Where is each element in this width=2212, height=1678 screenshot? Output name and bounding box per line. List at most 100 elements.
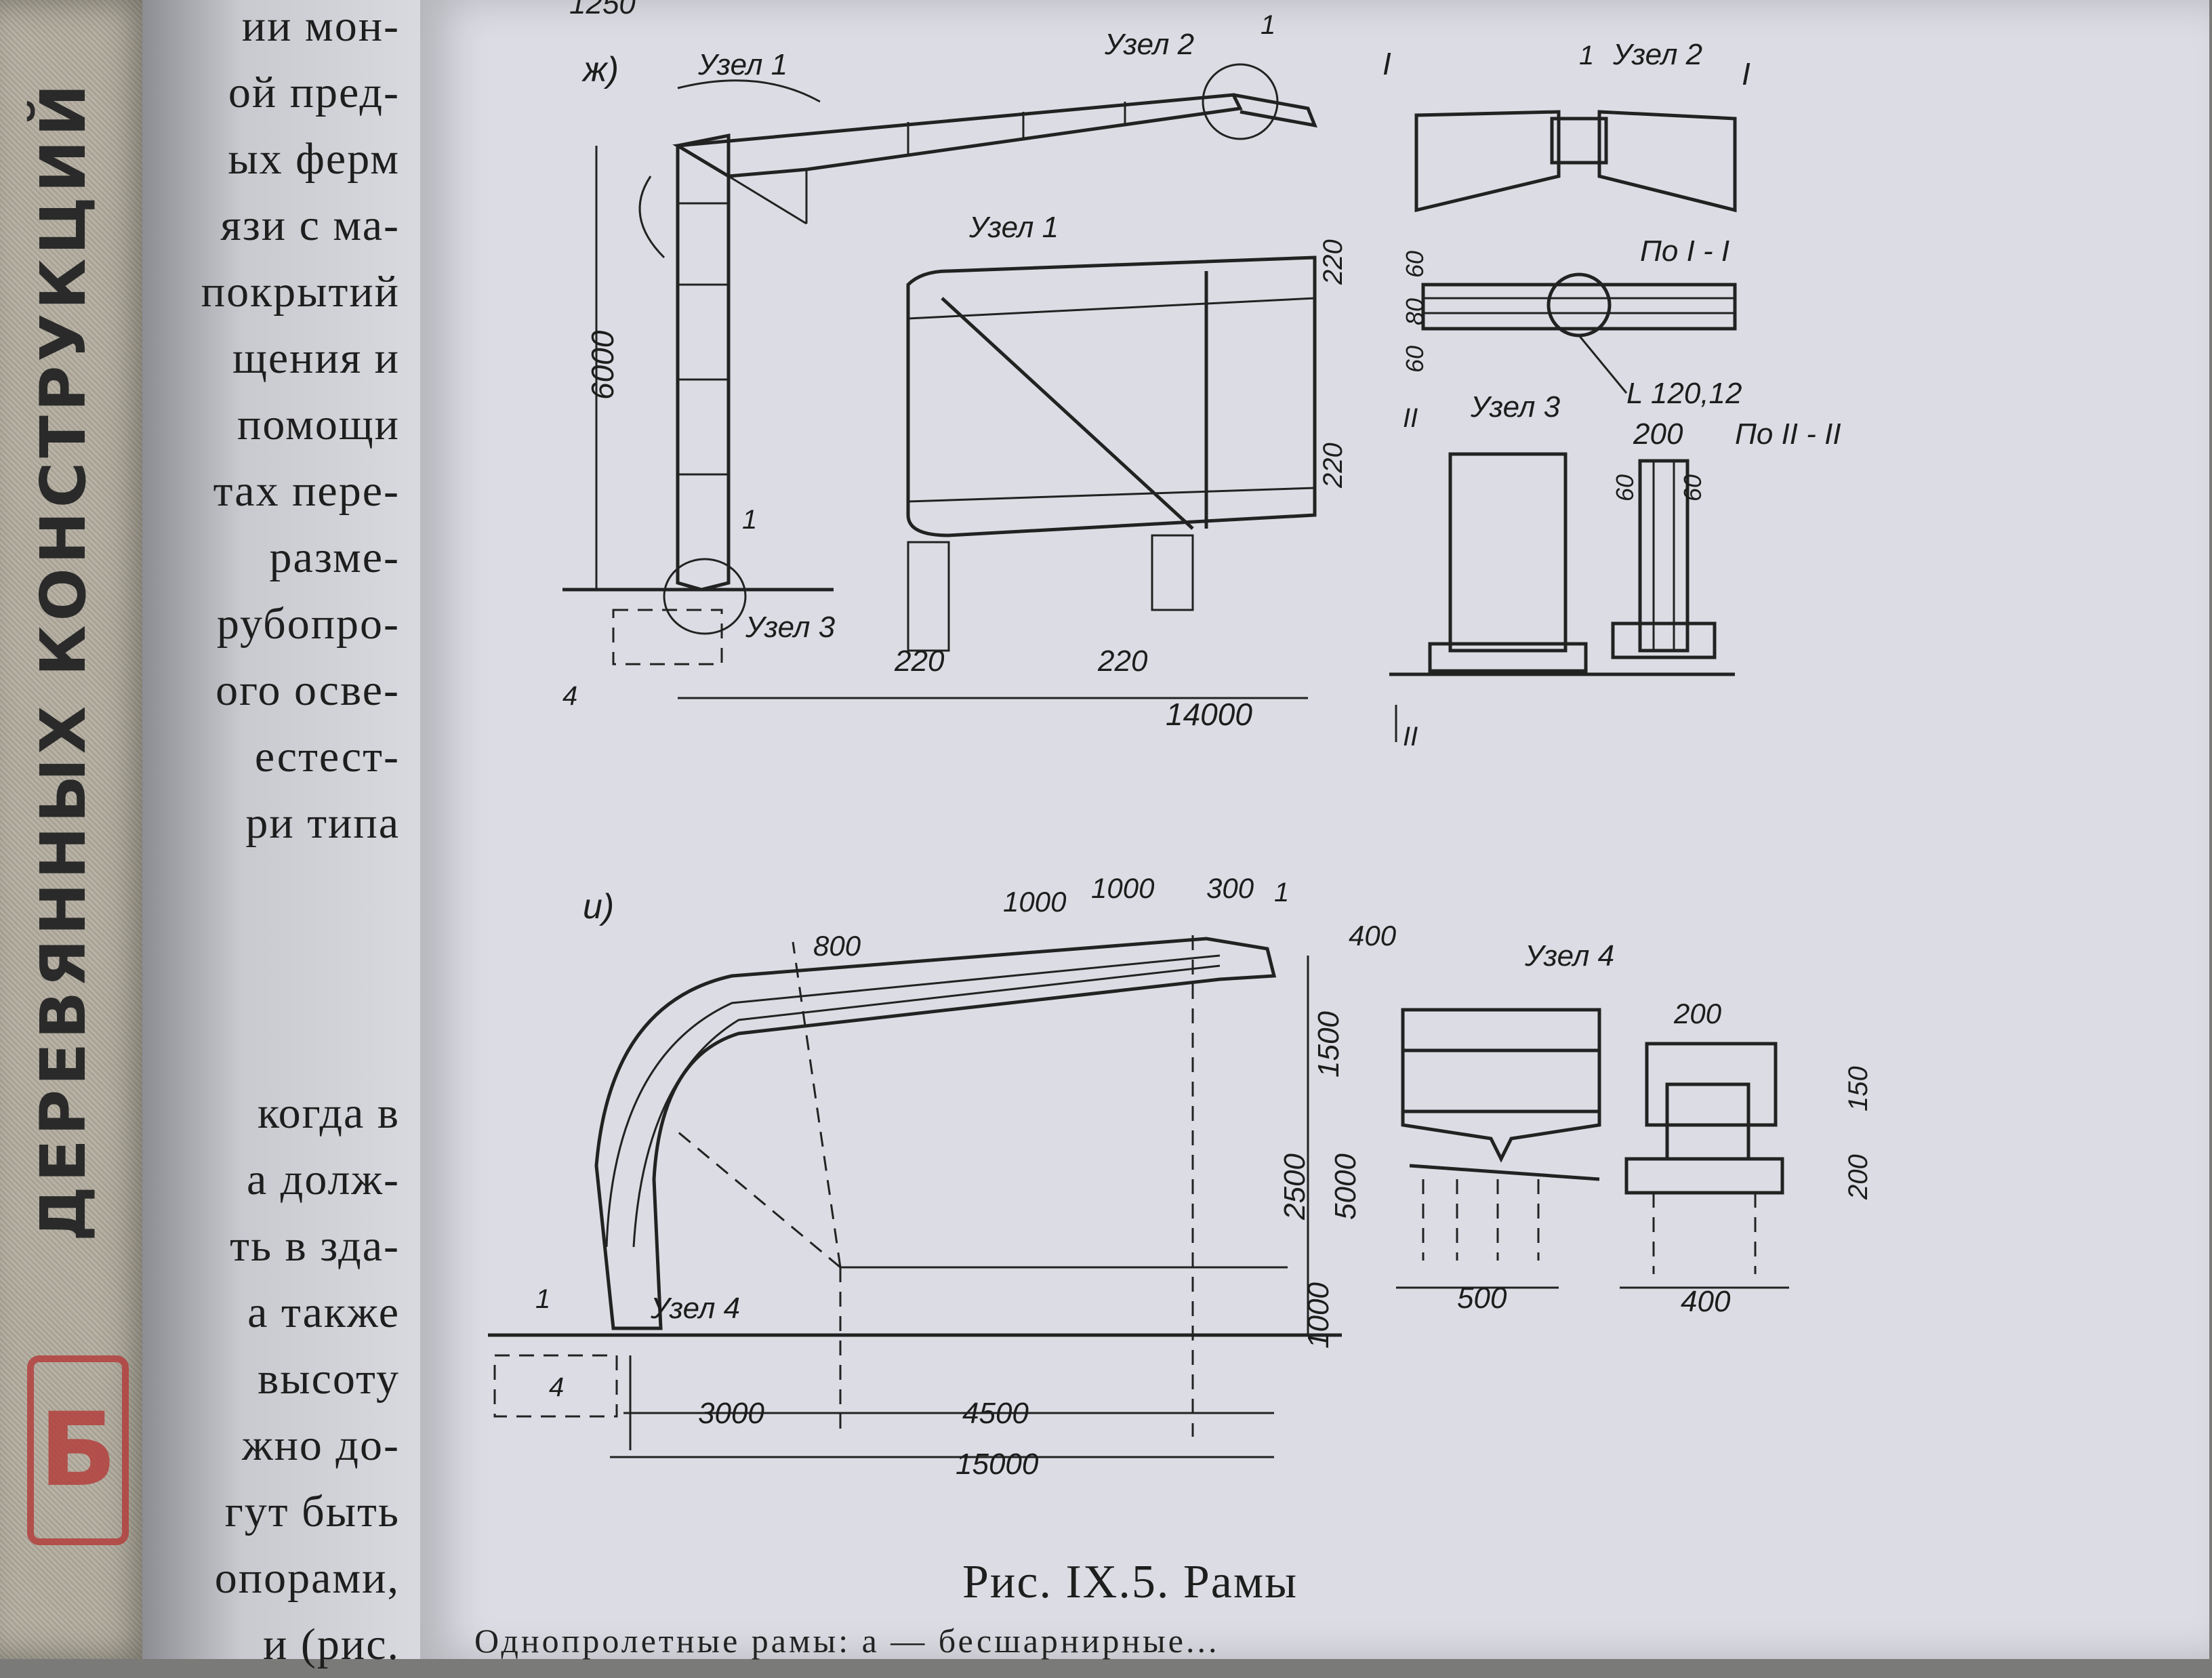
- dim-400: 400: [1349, 920, 1397, 951]
- text-line: когда в: [257, 1088, 400, 1138]
- callout-1: 1: [1579, 41, 1594, 70]
- dim-1000: 1000: [1003, 886, 1067, 918]
- callout-1: 1: [1274, 878, 1289, 907]
- dim-500: 500: [1457, 1282, 1507, 1315]
- text-line: ой пред-: [228, 68, 400, 117]
- figure-subcaption: Однопролетные рамы: а — бесшарнирные...: [474, 1622, 1220, 1660]
- span-dimension: 14000: [1166, 697, 1252, 732]
- text-line: гут быть: [224, 1487, 400, 1536]
- detail-node-1-title: Узел 1: [968, 211, 1059, 244]
- dim-220: 220: [1318, 239, 1348, 285]
- text-line: а долж-: [246, 1155, 400, 1204]
- detail-node-2-title: Узел 2: [1612, 38, 1702, 71]
- dim-1500: 1500: [1312, 1011, 1345, 1078]
- portal-frame: [672, 93, 1317, 592]
- left-page-text: ии мон- ой пред- ых ферм язи с ма- покры…: [156, 0, 400, 1678]
- node-4-label: Узел 4: [650, 1292, 740, 1325]
- radius-line: [792, 941, 842, 1268]
- detail-node-4-title: Узел 4: [1524, 939, 1614, 973]
- dim-2500: 2500: [1278, 1153, 1311, 1221]
- node-1-label: Узел 1: [697, 48, 787, 81]
- text-line: тах пере-: [213, 466, 400, 516]
- node-1-detail: Узел 1 220 220 220 220: [894, 211, 1348, 678]
- foundation-outline: [493, 1354, 618, 1418]
- foundation-outline: [612, 609, 723, 666]
- dim-60: 60: [1401, 346, 1429, 373]
- section-2-detail: 200 По II - II 60 60: [1606, 417, 1841, 676]
- dim-5000: 5000: [1329, 1153, 1362, 1220]
- dim-200: 200: [1633, 417, 1683, 451]
- dim-200: 200: [1843, 1154, 1873, 1200]
- text-line: ых ферм: [228, 134, 400, 184]
- text-line: естест-: [254, 732, 400, 781]
- figure-i: и) 800 1000 1000 300 1 400 1500 2500 500…: [488, 872, 1873, 1481]
- text-line: жно до-: [242, 1420, 400, 1470]
- dim-150: 150: [1843, 1066, 1873, 1111]
- dim-80: 80: [1401, 298, 1429, 325]
- dim-60: 60: [1611, 474, 1639, 502]
- dim-400: 400: [1681, 1285, 1731, 1318]
- node-2-circle: [1202, 63, 1279, 140]
- section-2-title: По II - II: [1735, 417, 1841, 451]
- text-line: высоту: [258, 1354, 400, 1404]
- node-2-label: Узел 2: [1104, 28, 1194, 61]
- figure-label: ж): [581, 50, 619, 89]
- dim-4500: 4500: [962, 1397, 1029, 1430]
- book-spine: ДЕРЕВЯННЫХ КОНСТРУКЦИЙ Б: [0, 0, 156, 1659]
- text-line: ого осве-: [216, 666, 400, 715]
- dim-1000: 1000: [1302, 1282, 1335, 1349]
- dim-200: 200: [1673, 998, 1722, 1029]
- dim-3000: 3000: [698, 1397, 764, 1430]
- dim-220: 220: [894, 644, 945, 678]
- section-mark-1: I: [1742, 56, 1750, 91]
- text-line: разме-: [269, 533, 400, 582]
- section-mark-2: II: [1403, 403, 1418, 433]
- height-dimension: 6000: [585, 330, 620, 400]
- text-line: помощи: [237, 400, 400, 449]
- moment-arrow: [638, 176, 665, 259]
- section-1-detail: По I - I 60 80 60 L 120,12: [1401, 234, 1742, 410]
- dim-220: 220: [1097, 644, 1148, 678]
- text-line: рубопро-: [216, 599, 400, 649]
- text-line: опорами,: [214, 1553, 400, 1603]
- text-line: ри типа: [245, 798, 400, 848]
- node-4-detail: Узел 4 500 400 200 150 200: [1396, 939, 1873, 1318]
- figure-label: и): [583, 887, 614, 926]
- library-stamp: Б: [27, 1355, 129, 1545]
- section-mark-1: I: [1382, 46, 1391, 81]
- figure-zh: ж) 1250 6000 14000 Узел 1 Узел 2 1 1 Узе…: [562, 0, 1841, 752]
- callout-1: 1: [535, 1284, 550, 1314]
- angle-label: L 120,12: [1626, 377, 1742, 410]
- left-page: [142, 0, 427, 1659]
- detail-node-3-title: Узел 3: [1470, 390, 1561, 424]
- node-3-circle: [663, 558, 747, 635]
- node-3-detail: Узел 3 II II: [1389, 390, 1640, 752]
- top-dimension: 1250: [569, 0, 636, 20]
- figure-caption: Рис. IX.5. Рамы: [962, 1556, 1298, 1608]
- dim-800: 800: [813, 930, 861, 962]
- callout-1: 1: [742, 505, 757, 535]
- node-2-detail: Узел 2 1 I I: [1382, 38, 1750, 213]
- dim-220: 220: [1318, 443, 1348, 489]
- radius-line: [677, 1130, 841, 1269]
- text-line: ть в зда-: [230, 1221, 400, 1271]
- dim-60: 60: [1401, 251, 1429, 278]
- text-line: язи с ма-: [220, 201, 400, 250]
- dim-300: 300: [1206, 872, 1254, 904]
- callout-4: 4: [562, 681, 577, 711]
- callout-4: 4: [549, 1372, 564, 1402]
- dim-1000: 1000: [1091, 872, 1155, 904]
- text-line: щения и: [232, 333, 400, 383]
- curved-frame: [594, 937, 1277, 1330]
- text-line: а также: [247, 1288, 400, 1337]
- dim-60: 60: [1679, 474, 1706, 502]
- callout-1: 1: [1261, 10, 1275, 40]
- node-3-label: Узел 3: [745, 611, 836, 644]
- moment-arrow: [677, 79, 821, 103]
- text-line: покрытий: [201, 267, 400, 316]
- section-1-title: По I - I: [1640, 234, 1729, 268]
- dim-15000: 15000: [956, 1448, 1039, 1481]
- text-line: ии мон-: [241, 1, 400, 51]
- section-mark-2: II: [1403, 722, 1418, 752]
